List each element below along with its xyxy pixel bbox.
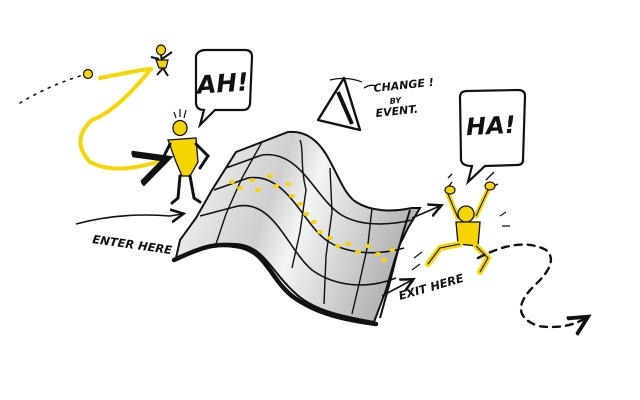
enter-arrow xyxy=(75,214,182,225)
exit-arrow-lower xyxy=(381,280,412,297)
change-note-line3: EVENT. xyxy=(375,103,419,120)
exit-arrow-upper xyxy=(411,206,440,219)
yellow-flight-path xyxy=(78,67,163,169)
bubble-left-text: AH! xyxy=(194,67,250,100)
speech-bubble-left: AH! xyxy=(194,48,254,129)
ball-icon xyxy=(82,68,94,80)
triangle-icon xyxy=(316,76,362,132)
yellow-footprints xyxy=(229,174,395,262)
exit-label: EXIT HERE xyxy=(397,271,465,303)
speech-bubble-right: HA! xyxy=(458,88,527,186)
dotted-trajectory-top xyxy=(19,75,81,104)
change-note-line2: BY xyxy=(389,96,403,106)
change-note-line1: CHANGE ! xyxy=(373,76,434,95)
entering-figure-icon xyxy=(160,109,210,205)
enter-label: ENTER HERE xyxy=(92,232,174,257)
small-figure-icon xyxy=(150,44,173,77)
bubble-right-text: HA! xyxy=(465,111,516,142)
cheering-figure-icon xyxy=(411,171,510,275)
speech-bubble-icon xyxy=(194,48,254,129)
dashed-exit-trajectory xyxy=(476,243,586,327)
change-indicator: CHANGE ! BY EVENT. xyxy=(316,76,434,132)
speech-bubble-icon xyxy=(458,88,527,186)
